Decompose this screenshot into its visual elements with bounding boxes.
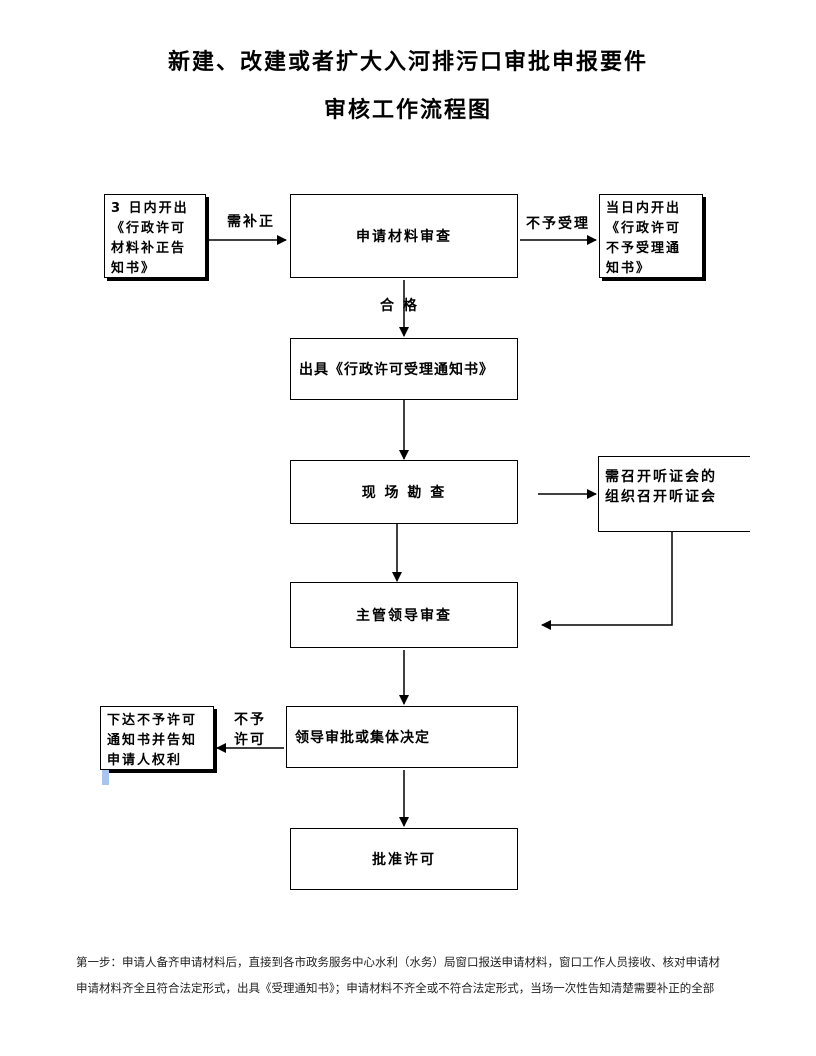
qualified-label: 合 格 — [380, 298, 419, 314]
deny-notice-box: 下达不予许可 通知书并告知 申请人权利 — [100, 706, 214, 770]
approval-box: 批准许可 — [290, 828, 518, 890]
page-title-line-1: 新建、改建或者扩大入河排污口审批申报要件 — [167, 50, 648, 75]
rejection-notice-box: 当日内开出 《行政许可 不予受理通 知书》 — [599, 194, 703, 278]
supervisor-review-box: 主管领导审查 — [290, 582, 518, 648]
page-title-line-2: 审核工作流程图 — [323, 98, 492, 123]
acceptance-notice-box: 出具《行政许可受理通知书》 — [290, 338, 518, 400]
site-inspection-box: 现 场 勘 查 — [290, 460, 518, 524]
footer-step-1-line-2: 申请材料齐全且符合法定形式，出具《受理通知书》；申请材料不齐全或不符合法定形式，… — [76, 981, 715, 995]
footer-step-1-line-1: 第一步：申请人备齐申请材料后，直接到各市政务服务中心水利（水务）局窗口报送申请材… — [76, 955, 720, 969]
leader-decision-box: 领导审批或集体决定 — [286, 706, 518, 768]
needs-correction-label: 需补正 — [227, 214, 275, 230]
not-permitted-label: 不予 许可 — [234, 712, 266, 748]
hearing-box: 需召开听证会的 组织召开听证会 — [598, 456, 750, 532]
text-cursor-marker — [102, 770, 109, 785]
material-review-box: 申请材料审查 — [290, 194, 518, 278]
correction-notice-box: 3 日内开出 《行政许可 材料补正告 知书》 — [104, 194, 206, 278]
arrow-hearing-return — [541, 532, 673, 630]
not-accepted-label: 不予受理 — [526, 216, 590, 232]
